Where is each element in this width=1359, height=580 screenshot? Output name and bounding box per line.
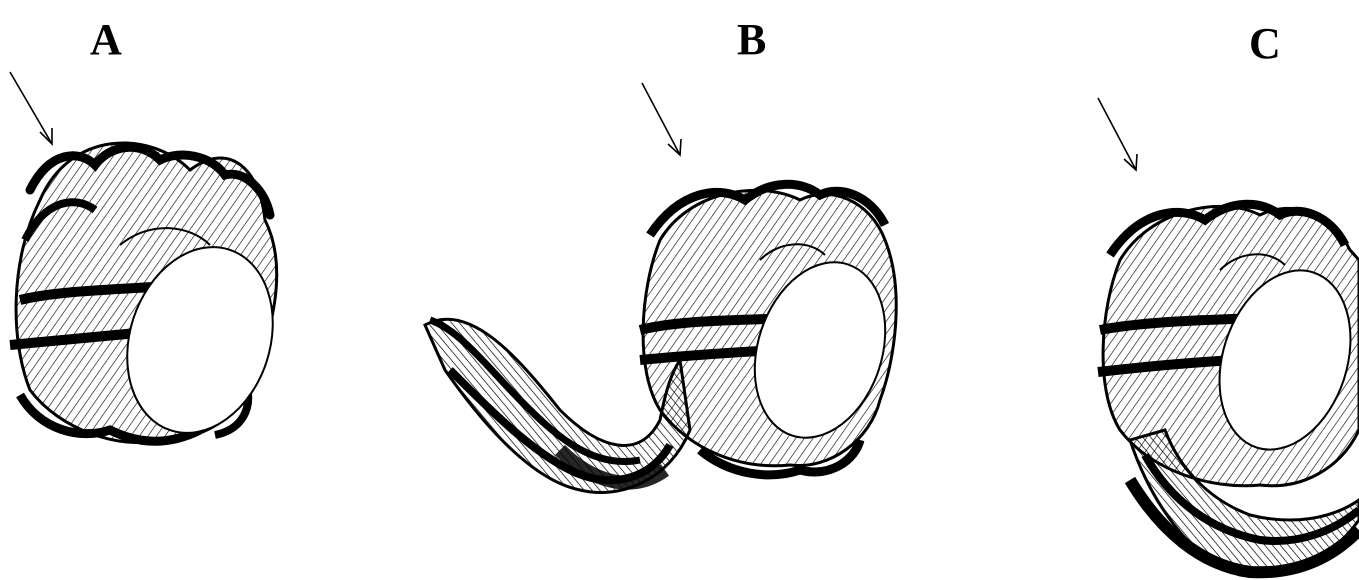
panel-a-arrow — [10, 72, 52, 144]
panel-c-nucleosome — [1098, 98, 1359, 576]
panel-b-arrow — [642, 83, 680, 155]
panel-a-nucleosome — [10, 72, 296, 452]
panel-b-nucleosome — [425, 83, 907, 493]
panel-c-arrow — [1098, 98, 1136, 170]
panel-a-arrowhead — [40, 128, 52, 144]
